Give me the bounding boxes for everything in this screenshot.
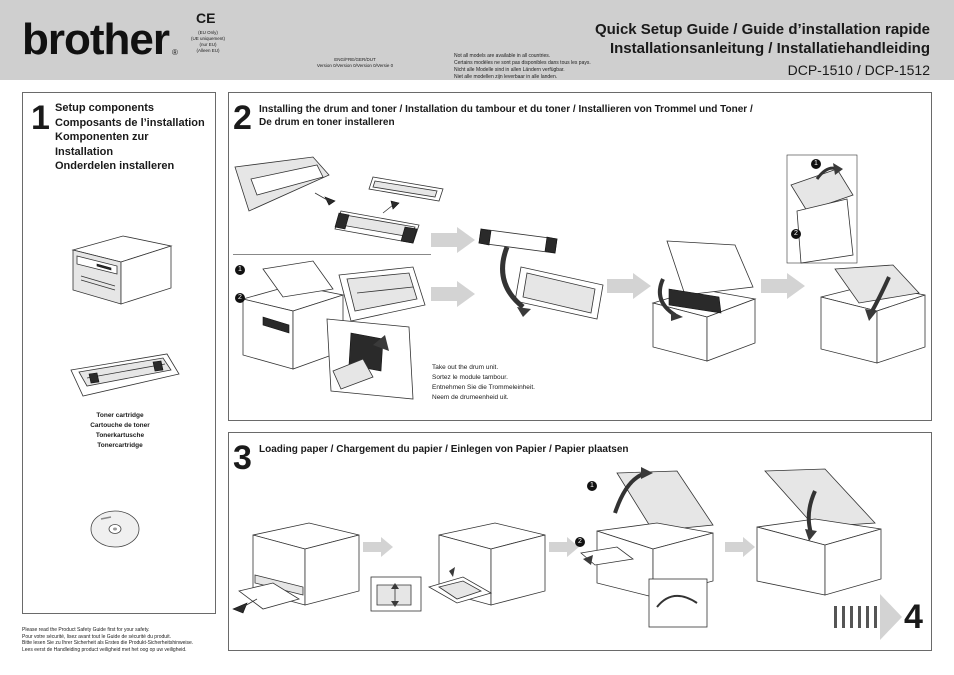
step3-panel: 3 Loading paper / Chargement du papier /… [228, 432, 932, 651]
step2-panel: 2 Installing the drum and toner / Instal… [228, 92, 932, 421]
unpack-drum-toner-illustration [234, 156, 444, 244]
eu-note: (EU Only) (UE uniquement) (nur EU) (Alle… [190, 30, 226, 53]
right-arrow-icon [549, 537, 579, 557]
remove-drum-illustration [241, 260, 414, 400]
drum-unit-illustration [338, 266, 426, 322]
close-cover-final-illustration [756, 468, 882, 596]
badge-1: 1 [811, 159, 821, 169]
model-name: DCP-1510 / DCP-1512 [787, 62, 930, 78]
step1-panel: 1 Setup components Composants de l’insta… [22, 92, 216, 614]
right-arrow-icon [725, 537, 755, 557]
right-arrow-icon [431, 227, 475, 253]
step2-number: 2 [233, 99, 252, 137]
step3-title: Loading paper / Chargement du papier / E… [259, 444, 629, 455]
load-paper-illustration [427, 522, 546, 606]
registered-mark: ® [172, 48, 178, 57]
step1-number: 1 [31, 99, 50, 137]
badge-2: 2 [235, 293, 245, 303]
drum-caption: Take out the drum unit. Sortez le module… [432, 364, 535, 401]
setup-components-title: Setup components Composants de l’install… [55, 102, 205, 172]
availability-note: Not all models are available in all coun… [454, 53, 591, 80]
guide-title: Quick Setup Guide / Guide d’installation… [594, 21, 930, 57]
insert-toner-illustration [478, 228, 604, 320]
insert-drum-printer-illustration [651, 240, 757, 362]
toner-cartridge-illustration [70, 353, 180, 397]
brother-logo: brother [22, 15, 170, 64]
section-divider [233, 254, 431, 255]
next-step-arrow-icon [834, 594, 902, 640]
close-cover-detail-illustration [786, 154, 858, 264]
version-info: ENG/FRE/GER/DUT Version 0/Version 0/Vers… [316, 57, 394, 68]
next-step-number: 4 [904, 598, 923, 636]
ce-mark: CE [196, 10, 216, 26]
toner-caption: Toner cartridge Cartouche de toner Toner… [90, 412, 150, 449]
header-band: brother ® CE (EU Only) (UE uniquement) (… [0, 0, 954, 80]
step2-title: Installing the drum and toner / Installa… [259, 104, 753, 128]
cd-rom-icon [90, 510, 140, 548]
badge-2: 2 [791, 229, 801, 239]
safety-note: Please read the Product Safety Guide fir… [22, 627, 194, 653]
badge-2: 2 [575, 537, 585, 547]
badge-1: 1 [235, 265, 245, 275]
badge-1: 1 [587, 481, 597, 491]
open-paper-tray-illustration [232, 522, 360, 614]
open-cover-support-flap-illustration [580, 467, 714, 628]
right-arrow-icon [431, 281, 475, 307]
step3-number: 3 [233, 439, 252, 477]
right-arrow-icon [363, 537, 393, 557]
right-arrow-icon [761, 273, 805, 299]
printer-icon [71, 235, 173, 305]
right-arrow-icon [607, 273, 651, 299]
paper-guide-detail-illustration [370, 576, 422, 612]
close-top-cover-illustration [820, 264, 926, 364]
